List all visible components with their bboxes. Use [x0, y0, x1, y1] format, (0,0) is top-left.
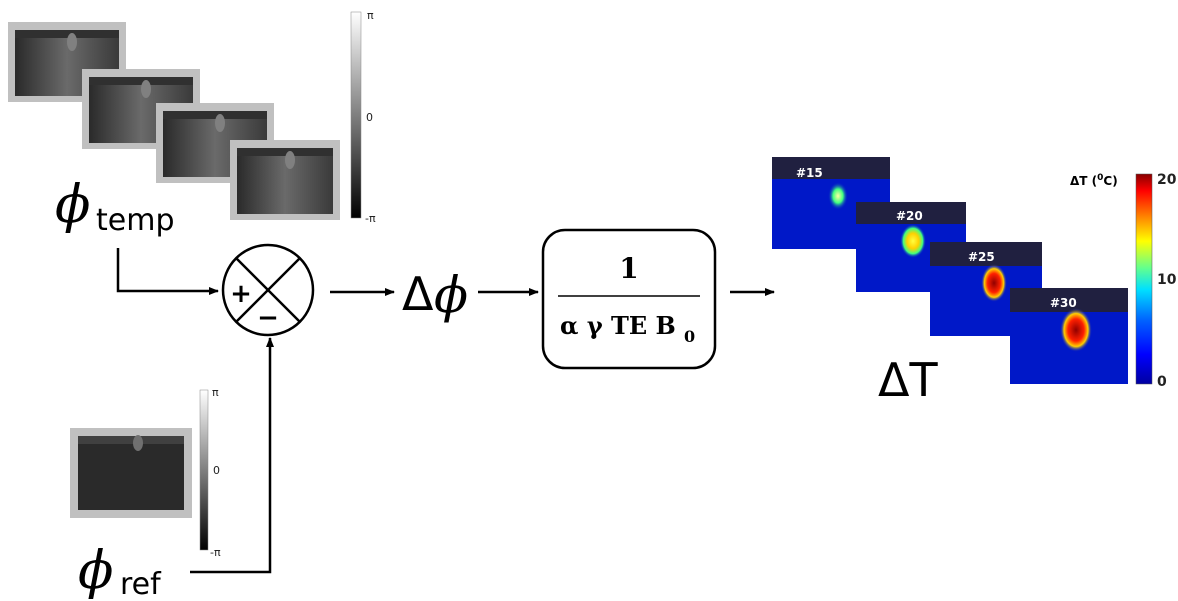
- phase-colorbar-top-min: -π: [365, 212, 376, 225]
- connectors: [116, 248, 775, 574]
- phi-temp-subscript: temp: [96, 203, 175, 238]
- frame-label-20: #20: [896, 209, 923, 223]
- temperature-colorbar-title: ΔT (0C): [1070, 173, 1118, 188]
- delta-t-label: ΔT: [878, 353, 938, 407]
- phase-colorbar-top-mid: 0: [366, 111, 373, 124]
- temperature-colorbar-mid: 10: [1157, 272, 1177, 288]
- delta-phi-symbol: ϕ: [434, 266, 468, 324]
- conversion-formula-box: 1 α γ TE B 0: [541, 228, 717, 370]
- formula-denominator: α γ TE B: [560, 311, 676, 340]
- delta-phi-label: Δ ϕ: [402, 266, 468, 324]
- phase-colorbar-top-max: π: [367, 9, 374, 22]
- phase-colorbar-bottom-mid: 0: [213, 464, 220, 477]
- mixer-minus-sign: −: [257, 303, 279, 333]
- thermal-map-stack: #15 #20 #25 #30: [772, 157, 1128, 384]
- phase-colorbar-bottom-min: -π: [210, 546, 221, 559]
- phi-symbol: ϕ: [55, 175, 90, 235]
- frame-label-15: #15: [796, 166, 823, 180]
- arrow-ref-to-mixer: [190, 337, 274, 574]
- phase-image-frame-4: [230, 140, 340, 220]
- phase-ref-label: ϕ ref: [78, 541, 162, 601]
- phase-colorbar-top: π 0 -π: [350, 9, 376, 225]
- subtraction-mixer: + −: [221, 243, 315, 337]
- thermal-frame-30: #30: [1010, 288, 1128, 384]
- phase-temp-label: ϕ temp: [55, 175, 175, 238]
- phase-ref-image: [70, 428, 192, 518]
- thermal-frame-15: #15: [772, 157, 890, 249]
- phi-ref-symbol: ϕ: [78, 541, 113, 601]
- mixer-plus-sign: +: [230, 279, 252, 309]
- arrow-temp-to-mixer: [116, 248, 219, 295]
- phi-ref-subscript: ref: [120, 567, 162, 601]
- temperature-colorbar-max: 20: [1157, 172, 1177, 188]
- frame-label-25: #25: [968, 250, 995, 264]
- temperature-colorbar-min: 0: [1157, 374, 1167, 390]
- phase-temp-image-stack: [8, 22, 340, 220]
- phase-colorbar-bottom-max: π: [212, 386, 219, 399]
- phase-colorbar-bottom: π 0 -π: [199, 386, 221, 559]
- temperature-colorbar: ΔT (0C) 20 10 0: [1070, 172, 1177, 390]
- formula-numerator: 1: [619, 252, 638, 285]
- frame-label-30: #30: [1050, 296, 1077, 310]
- delta-symbol: Δ: [402, 267, 434, 321]
- phase-image-frame-1: [8, 22, 126, 102]
- formula-denominator-subscript: 0: [684, 327, 695, 346]
